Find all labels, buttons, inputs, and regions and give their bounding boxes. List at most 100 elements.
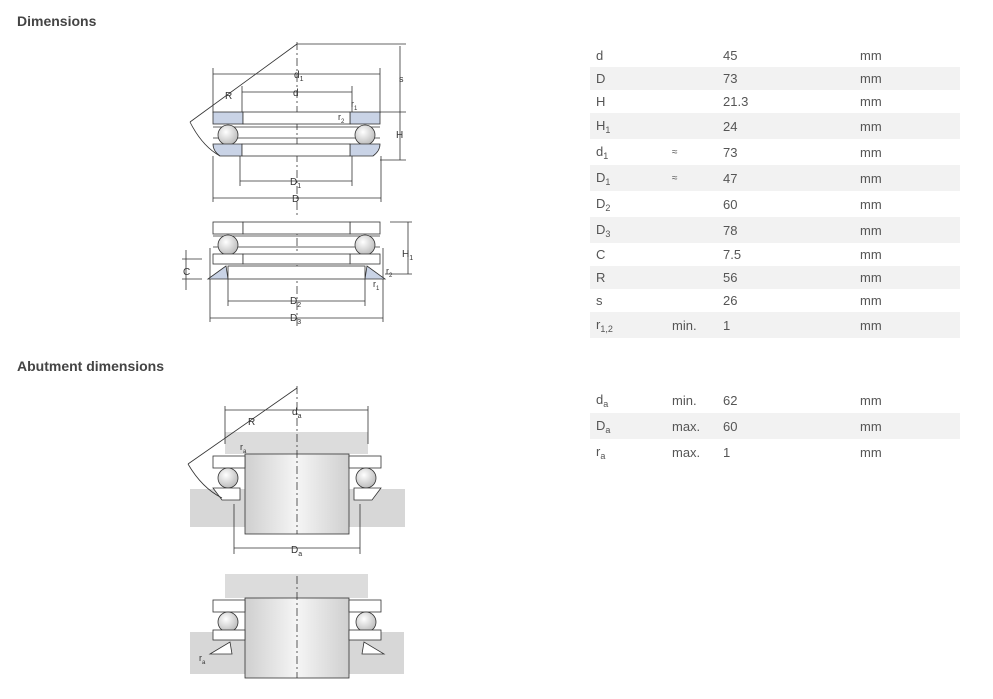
qualifier <box>666 289 717 312</box>
value: 56 <box>717 266 854 289</box>
value: 1 <box>717 312 854 338</box>
value: 7.5 <box>723 247 742 262</box>
unit: mm <box>854 113 960 139</box>
symbol: R <box>596 270 606 285</box>
symbol: d <box>596 48 604 63</box>
unit: mm <box>854 312 960 338</box>
symbol: D <box>596 221 606 237</box>
symbol: d <box>596 391 604 407</box>
symbol-subscript: 2 <box>605 202 611 213</box>
value: 62 <box>723 392 738 408</box>
label-r1-lower: r1 <box>373 279 380 292</box>
symbol-subscript: a <box>605 424 611 435</box>
dimensions-title: Dimensions <box>17 13 97 29</box>
unit: mm <box>860 293 882 308</box>
symbol-subscript: a <box>600 450 606 461</box>
value: 78 <box>717 217 854 243</box>
abutment-title: Abutment dimensions <box>17 358 165 374</box>
label-D1: D1 <box>290 177 301 190</box>
unit: mm <box>860 94 882 109</box>
unit: mm <box>854 67 960 90</box>
symbol-subscript: 1 <box>605 176 611 187</box>
unit: mm <box>860 196 882 212</box>
symbol-cell: ra <box>590 439 666 465</box>
value: 45 <box>723 48 738 63</box>
value: 1 <box>723 444 731 460</box>
symbol: r <box>596 316 601 332</box>
label-d: d <box>293 88 299 99</box>
value: 47 <box>717 165 854 191</box>
symbol-cell: C <box>590 243 666 266</box>
qualifier: ≈ <box>672 146 678 158</box>
label-da: da <box>292 407 302 420</box>
symbol-cell: D1 <box>590 165 666 191</box>
table-row: d 45 mm <box>590 44 960 67</box>
value: 60 <box>723 196 738 212</box>
qualifier <box>666 90 717 113</box>
label-D: D <box>292 194 299 205</box>
abutment-drawing: da R ra Da ra <box>187 386 405 679</box>
label-d1: d1 <box>294 70 304 83</box>
symbol: D <box>596 195 606 211</box>
label-D3: D3 <box>290 313 301 326</box>
label-Da: Da <box>291 545 302 558</box>
bearing-dimension-drawing: d1 d R s r1 r2 H D1 D H1 C r2 r1 <box>182 42 413 326</box>
label-ra: ra <box>240 442 247 455</box>
symbol-subscript: a <box>603 398 609 409</box>
qualifier: max. <box>672 444 701 460</box>
symbol: D <box>596 71 606 86</box>
symbol: D <box>596 417 606 433</box>
qualifier: min. <box>666 312 717 338</box>
unit: mm <box>854 217 960 243</box>
value: 26 <box>723 293 738 308</box>
unit: mm <box>860 48 882 63</box>
value: 60 <box>717 413 854 439</box>
symbol: H <box>596 117 606 133</box>
symbol-cell: D <box>590 67 666 90</box>
symbol-cell: d1 <box>590 139 666 165</box>
symbol-cell: d <box>590 44 666 67</box>
label-D2: D2 <box>290 296 301 309</box>
qualifier <box>666 67 717 90</box>
table-row: C 7.5 mm <box>590 243 960 266</box>
label-r1: r1 <box>351 99 358 112</box>
symbol-cell: r1,2 <box>590 312 666 338</box>
unit: mm <box>860 392 882 408</box>
label-H: H <box>396 130 403 141</box>
unit: mm <box>854 165 960 191</box>
value: 73 <box>717 67 854 90</box>
unit: mm <box>854 413 960 439</box>
table-row: da min. 62 mm <box>590 387 960 413</box>
symbol-subscript: 1 <box>603 150 609 161</box>
symbol-cell: H1 <box>590 113 666 139</box>
unit: mm <box>860 444 882 460</box>
symbol: H <box>596 94 606 109</box>
label-R: R <box>225 91 232 102</box>
label-r2: r2 <box>338 112 345 125</box>
value: 21.3 <box>723 94 749 109</box>
symbol-cell: Da <box>590 413 666 439</box>
symbol-subscript: 1 <box>605 124 611 135</box>
qualifier: min. <box>672 392 697 408</box>
qualifier <box>666 217 717 243</box>
value: 24 <box>717 113 854 139</box>
qualifier <box>666 113 717 139</box>
qualifier <box>666 243 717 266</box>
qualifier <box>666 44 717 67</box>
symbol-cell: s <box>590 289 666 312</box>
table-row: D2 60 mm <box>590 191 960 217</box>
symbol-cell: R <box>590 266 666 289</box>
unit: mm <box>860 247 882 262</box>
label-H1: H1 <box>402 249 413 262</box>
label-r2-lower: r2 <box>386 266 393 279</box>
symbol-cell: da <box>590 387 666 413</box>
symbol: D <box>596 169 606 185</box>
